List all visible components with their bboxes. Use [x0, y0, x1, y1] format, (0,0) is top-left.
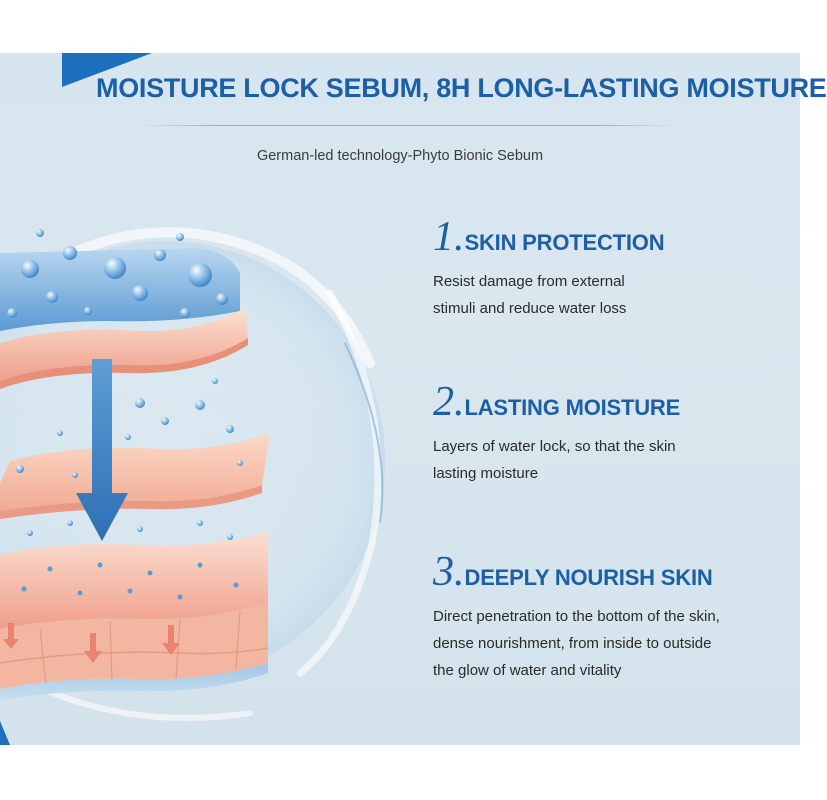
feature-lasting-moisture: 2.LASTING MOISTURE Layers of water lock,…	[433, 381, 773, 487]
corner-accent-triangle	[62, 53, 152, 87]
feature-skin-protection: 1.SKIN PROTECTION Resist damage from ext…	[433, 216, 773, 322]
skin-layer-bottom-top	[0, 531, 268, 629]
water-bubbles	[7, 229, 243, 600]
feature-number: 1.	[433, 214, 465, 260]
skin-layer-middle	[0, 433, 270, 511]
skin-layer-middle-edge	[0, 485, 262, 519]
skin-layer-top-edge	[0, 338, 248, 389]
nourish-arrow-icon	[84, 633, 102, 663]
water-layer-top	[0, 248, 240, 331]
skin-layer-bottom-front	[0, 603, 268, 689]
promo-panel: MOISTURE LOCK SEBUM, 8H LONG-LASTING MOI…	[0, 53, 827, 745]
nourish-arrow-icon	[3, 623, 19, 649]
skin-layer-top	[0, 308, 248, 381]
feature-heading: 1.SKIN PROTECTION	[433, 216, 773, 258]
feature-deeply-nourish: 3.DEEPLY NOURISH SKIN Direct penetration…	[433, 551, 773, 684]
penetration-arrow-icon	[76, 359, 128, 541]
feature-heading: 2.LASTING MOISTURE	[433, 381, 773, 423]
subheadline: German-led technology-Phyto Bionic Sebum	[256, 148, 544, 164]
skin-cell-lines	[39, 610, 241, 686]
skin-cell-line	[0, 647, 269, 664]
skin-base-water	[0, 663, 268, 701]
feature-title: SKIN PROTECTION	[464, 230, 665, 255]
nourish-arrow-icon	[162, 625, 180, 655]
headline: MOISTURE LOCK SEBUM, 8H LONG-LASTING MOI…	[96, 73, 827, 103]
feature-title: DEEPLY NOURISH SKIN	[464, 565, 713, 590]
water-splash-edge	[344, 342, 384, 524]
feature-description: Layers of water lock, so that the skin l…	[433, 438, 676, 482]
feature-number: 3.	[433, 549, 465, 595]
corner-accent-bottom	[0, 721, 10, 745]
water-splash-right	[296, 289, 382, 677]
feature-description: Direct penetration to the bottom of the …	[433, 608, 720, 679]
feature-heading: 3.DEEPLY NOURISH SKIN	[433, 551, 773, 593]
feature-number: 2.	[433, 379, 465, 425]
skin-layers-illustration	[0, 227, 385, 721]
feature-description: Resist damage from external stimuli and …	[433, 273, 627, 317]
feature-title: LASTING MOISTURE	[464, 395, 681, 420]
headline-divider	[140, 125, 675, 126]
